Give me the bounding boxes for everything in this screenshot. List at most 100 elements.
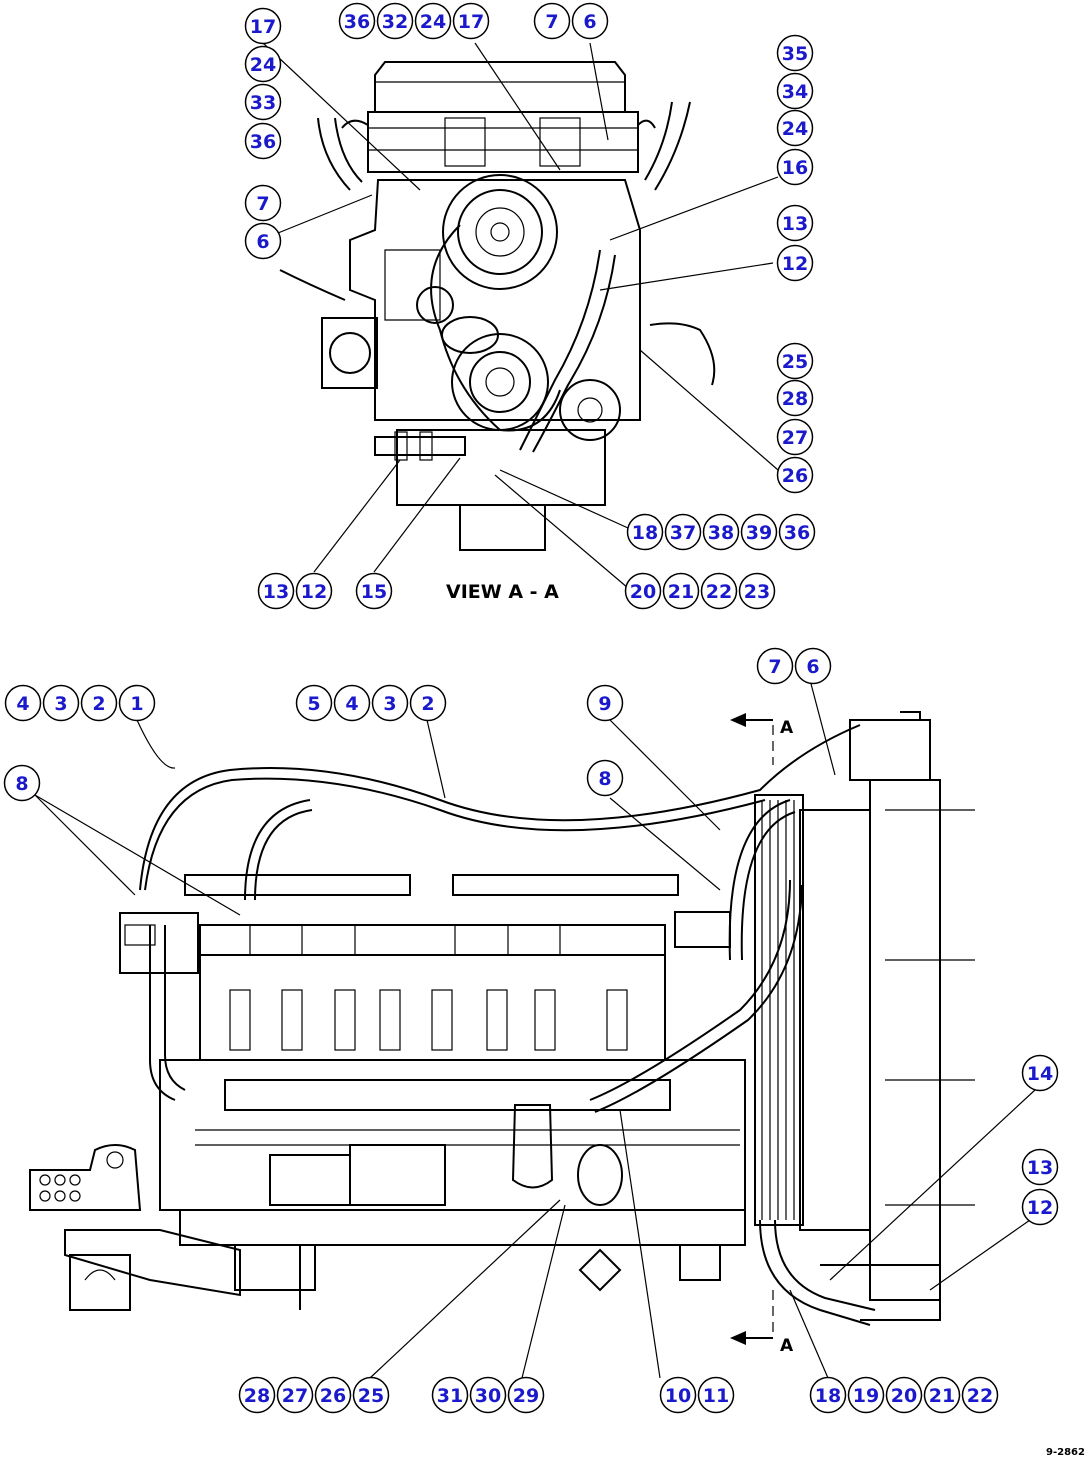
balloon-circle (847, 1376, 885, 1414)
balloon-circle (776, 456, 814, 494)
balloon-circle (664, 513, 702, 551)
balloon-circle (697, 1376, 735, 1414)
balloon-number: 33 (250, 92, 276, 114)
view-caption: VIEW A - A (446, 581, 559, 603)
balloon-number: 16 (782, 157, 808, 179)
balloon-number: 2 (421, 693, 434, 715)
balloon-number: 36 (250, 131, 276, 153)
balloon-number: 14 (1027, 1063, 1053, 1085)
part-balloon: 39 (740, 513, 778, 551)
part-balloon: 36 (244, 122, 282, 160)
balloon-number: 27 (782, 427, 808, 449)
part-balloon: 34 (776, 72, 814, 110)
part-balloon: 17 (244, 7, 282, 45)
view-a-a-leaders (262, 42, 779, 589)
part-balloon: 20 (885, 1376, 923, 1414)
part-balloon: 12 (1021, 1188, 1059, 1226)
side-view-leaders (34, 679, 1036, 1379)
balloon-circle (333, 684, 371, 722)
balloon-number: 31 (437, 1385, 463, 1407)
balloon-number: 5 (307, 693, 320, 715)
balloon-number: 35 (782, 43, 808, 65)
balloon-circle (776, 109, 814, 147)
balloon-circle (626, 513, 664, 551)
balloon-number: 6 (806, 656, 819, 678)
part-balloon: 7 (533, 2, 571, 40)
part-balloon: 20 (624, 572, 662, 610)
balloon-circle (238, 1376, 276, 1414)
part-balloon: 7 (756, 647, 794, 685)
balloon-number: 13 (1027, 1157, 1053, 1179)
balloon-circle (244, 122, 282, 160)
balloon-number: 17 (458, 11, 484, 33)
balloon-circle (3, 764, 41, 802)
part-balloon: 37 (664, 513, 702, 551)
balloon-circle (355, 572, 393, 610)
balloon-number: 26 (320, 1385, 346, 1407)
balloon-number: 13 (263, 581, 289, 603)
part-balloon: 13 (776, 204, 814, 242)
balloon-circle (740, 513, 778, 551)
balloon-number: 15 (361, 581, 387, 603)
balloon-circle (276, 1376, 314, 1414)
part-balloon: 21 (662, 572, 700, 610)
part-balloon: 3 (371, 684, 409, 722)
balloon-circle (244, 45, 282, 83)
balloon-number: 7 (256, 193, 269, 215)
balloon-circle (586, 684, 624, 722)
part-balloon: 27 (276, 1376, 314, 1414)
balloon-circle (738, 572, 776, 610)
part-balloon: 6 (244, 222, 282, 260)
balloon-number: 21 (929, 1385, 955, 1407)
part-balloon: 22 (961, 1376, 999, 1414)
balloon-circle (244, 184, 282, 222)
part-balloon: 6 (794, 647, 832, 685)
balloon-circle (961, 1376, 999, 1414)
balloon-circle (1021, 1148, 1059, 1186)
part-balloon: 19 (847, 1376, 885, 1414)
part-balloon: 7 (244, 184, 282, 222)
balloon-number: 6 (256, 231, 269, 253)
part-balloon: 30 (469, 1376, 507, 1414)
balloon-circle (1021, 1054, 1059, 1092)
balloon-circle (80, 684, 118, 722)
part-balloon: 31 (431, 1376, 469, 1414)
balloon-circle (700, 572, 738, 610)
balloon-number: 12 (782, 253, 808, 275)
part-balloon: 18 (626, 513, 664, 551)
balloon-number: 20 (630, 581, 656, 603)
balloon-number: 22 (706, 581, 732, 603)
balloon-number: 1 (130, 693, 143, 715)
balloon-number: 24 (420, 11, 446, 33)
part-balloon: 6 (571, 2, 609, 40)
part-balloon: 3 (42, 684, 80, 722)
balloon-number: 18 (815, 1385, 841, 1407)
balloon-number: 13 (782, 213, 808, 235)
balloon-circle (586, 759, 624, 797)
balloon-circle (314, 1376, 352, 1414)
balloon-circle (42, 684, 80, 722)
balloon-circle (776, 72, 814, 110)
balloon-number: 12 (301, 581, 327, 603)
part-balloon: 11 (697, 1376, 735, 1414)
part-balloon: 12 (295, 572, 333, 610)
balloon-number: 22 (967, 1385, 993, 1407)
balloon-circle (338, 2, 376, 40)
balloon-number: 18 (632, 522, 658, 544)
balloon-number: 6 (583, 11, 596, 33)
balloon-circle (702, 513, 740, 551)
balloon-number: 28 (782, 388, 808, 410)
balloon-number: 25 (358, 1385, 384, 1407)
balloon-number: 23 (744, 581, 770, 603)
balloon-circle (776, 204, 814, 242)
balloon-number: 34 (782, 81, 808, 103)
balloon-number: 11 (703, 1385, 729, 1407)
part-balloon: 2 (409, 684, 447, 722)
balloon-number: 39 (746, 522, 772, 544)
part-balloon: 36 (778, 513, 816, 551)
balloon-circle (662, 572, 700, 610)
balloon-number: 7 (768, 656, 781, 678)
balloon-circle (452, 2, 490, 40)
balloon-number: 30 (475, 1385, 501, 1407)
